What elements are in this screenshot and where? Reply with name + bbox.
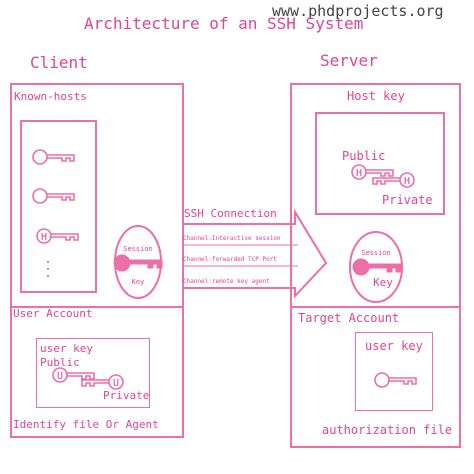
user-key-private-label: Private bbox=[103, 389, 150, 402]
authorized-key-icon bbox=[374, 372, 417, 388]
host-key-label: Host key bbox=[347, 89, 405, 103]
user-key-public-label: Public bbox=[40, 356, 80, 369]
user-key-label: user key bbox=[40, 342, 93, 355]
client-session-key-label: Key bbox=[132, 278, 145, 286]
diagram-title: Architecture of an SSH System bbox=[84, 14, 364, 33]
known-host-h-letter: H bbox=[41, 232, 47, 243]
known-host-key-icon bbox=[32, 188, 75, 204]
server-session-label: Session bbox=[361, 249, 391, 257]
ssh-connection-arrow bbox=[182, 208, 328, 299]
client-heading: Client bbox=[30, 53, 88, 72]
server-session-ellipse bbox=[349, 231, 403, 303]
known-host-key-icon bbox=[32, 149, 75, 165]
host-key-box bbox=[315, 112, 445, 215]
authorization-file-label: authorization file bbox=[322, 423, 453, 437]
host-key-private-label: Private bbox=[382, 193, 433, 207]
host-private-key-letter: H bbox=[404, 176, 410, 187]
known-hosts-label: Known-hosts bbox=[14, 90, 87, 103]
user-public-key-letter: U bbox=[57, 371, 63, 382]
channel-label: Channel:forwarded TCP Port bbox=[183, 256, 277, 263]
target-account-label: Target Account bbox=[298, 311, 400, 325]
client-session-label: Session bbox=[123, 245, 153, 253]
identify-label: Identify file Or Agent bbox=[13, 418, 159, 431]
ellipsis-dots bbox=[47, 261, 49, 277]
server-heading: Server bbox=[320, 51, 378, 70]
website-url: www.phdprojects.org bbox=[272, 2, 444, 20]
user-key-box bbox=[36, 338, 150, 408]
server-user-key-label: user key bbox=[365, 339, 423, 353]
known-hosts-box bbox=[20, 120, 97, 293]
user-account-label: User Account bbox=[13, 307, 93, 320]
host-public-key-letter: H bbox=[356, 168, 362, 179]
server-session-key-icon bbox=[352, 258, 402, 276]
channel-label: Channel:remote key agent bbox=[183, 278, 270, 285]
server-divider bbox=[290, 306, 461, 308]
authorized-key-box bbox=[355, 332, 433, 411]
ssh-connection-label: SSH Connection bbox=[184, 207, 277, 220]
channel-label: Channel:Interactive session bbox=[183, 235, 281, 242]
client-session-key-icon bbox=[113, 254, 163, 272]
host-key-public-label: Public bbox=[342, 149, 386, 163]
server-session-key-label: Key bbox=[373, 276, 393, 289]
client-divider bbox=[10, 306, 184, 308]
user-private-key-letter: U bbox=[113, 378, 119, 389]
